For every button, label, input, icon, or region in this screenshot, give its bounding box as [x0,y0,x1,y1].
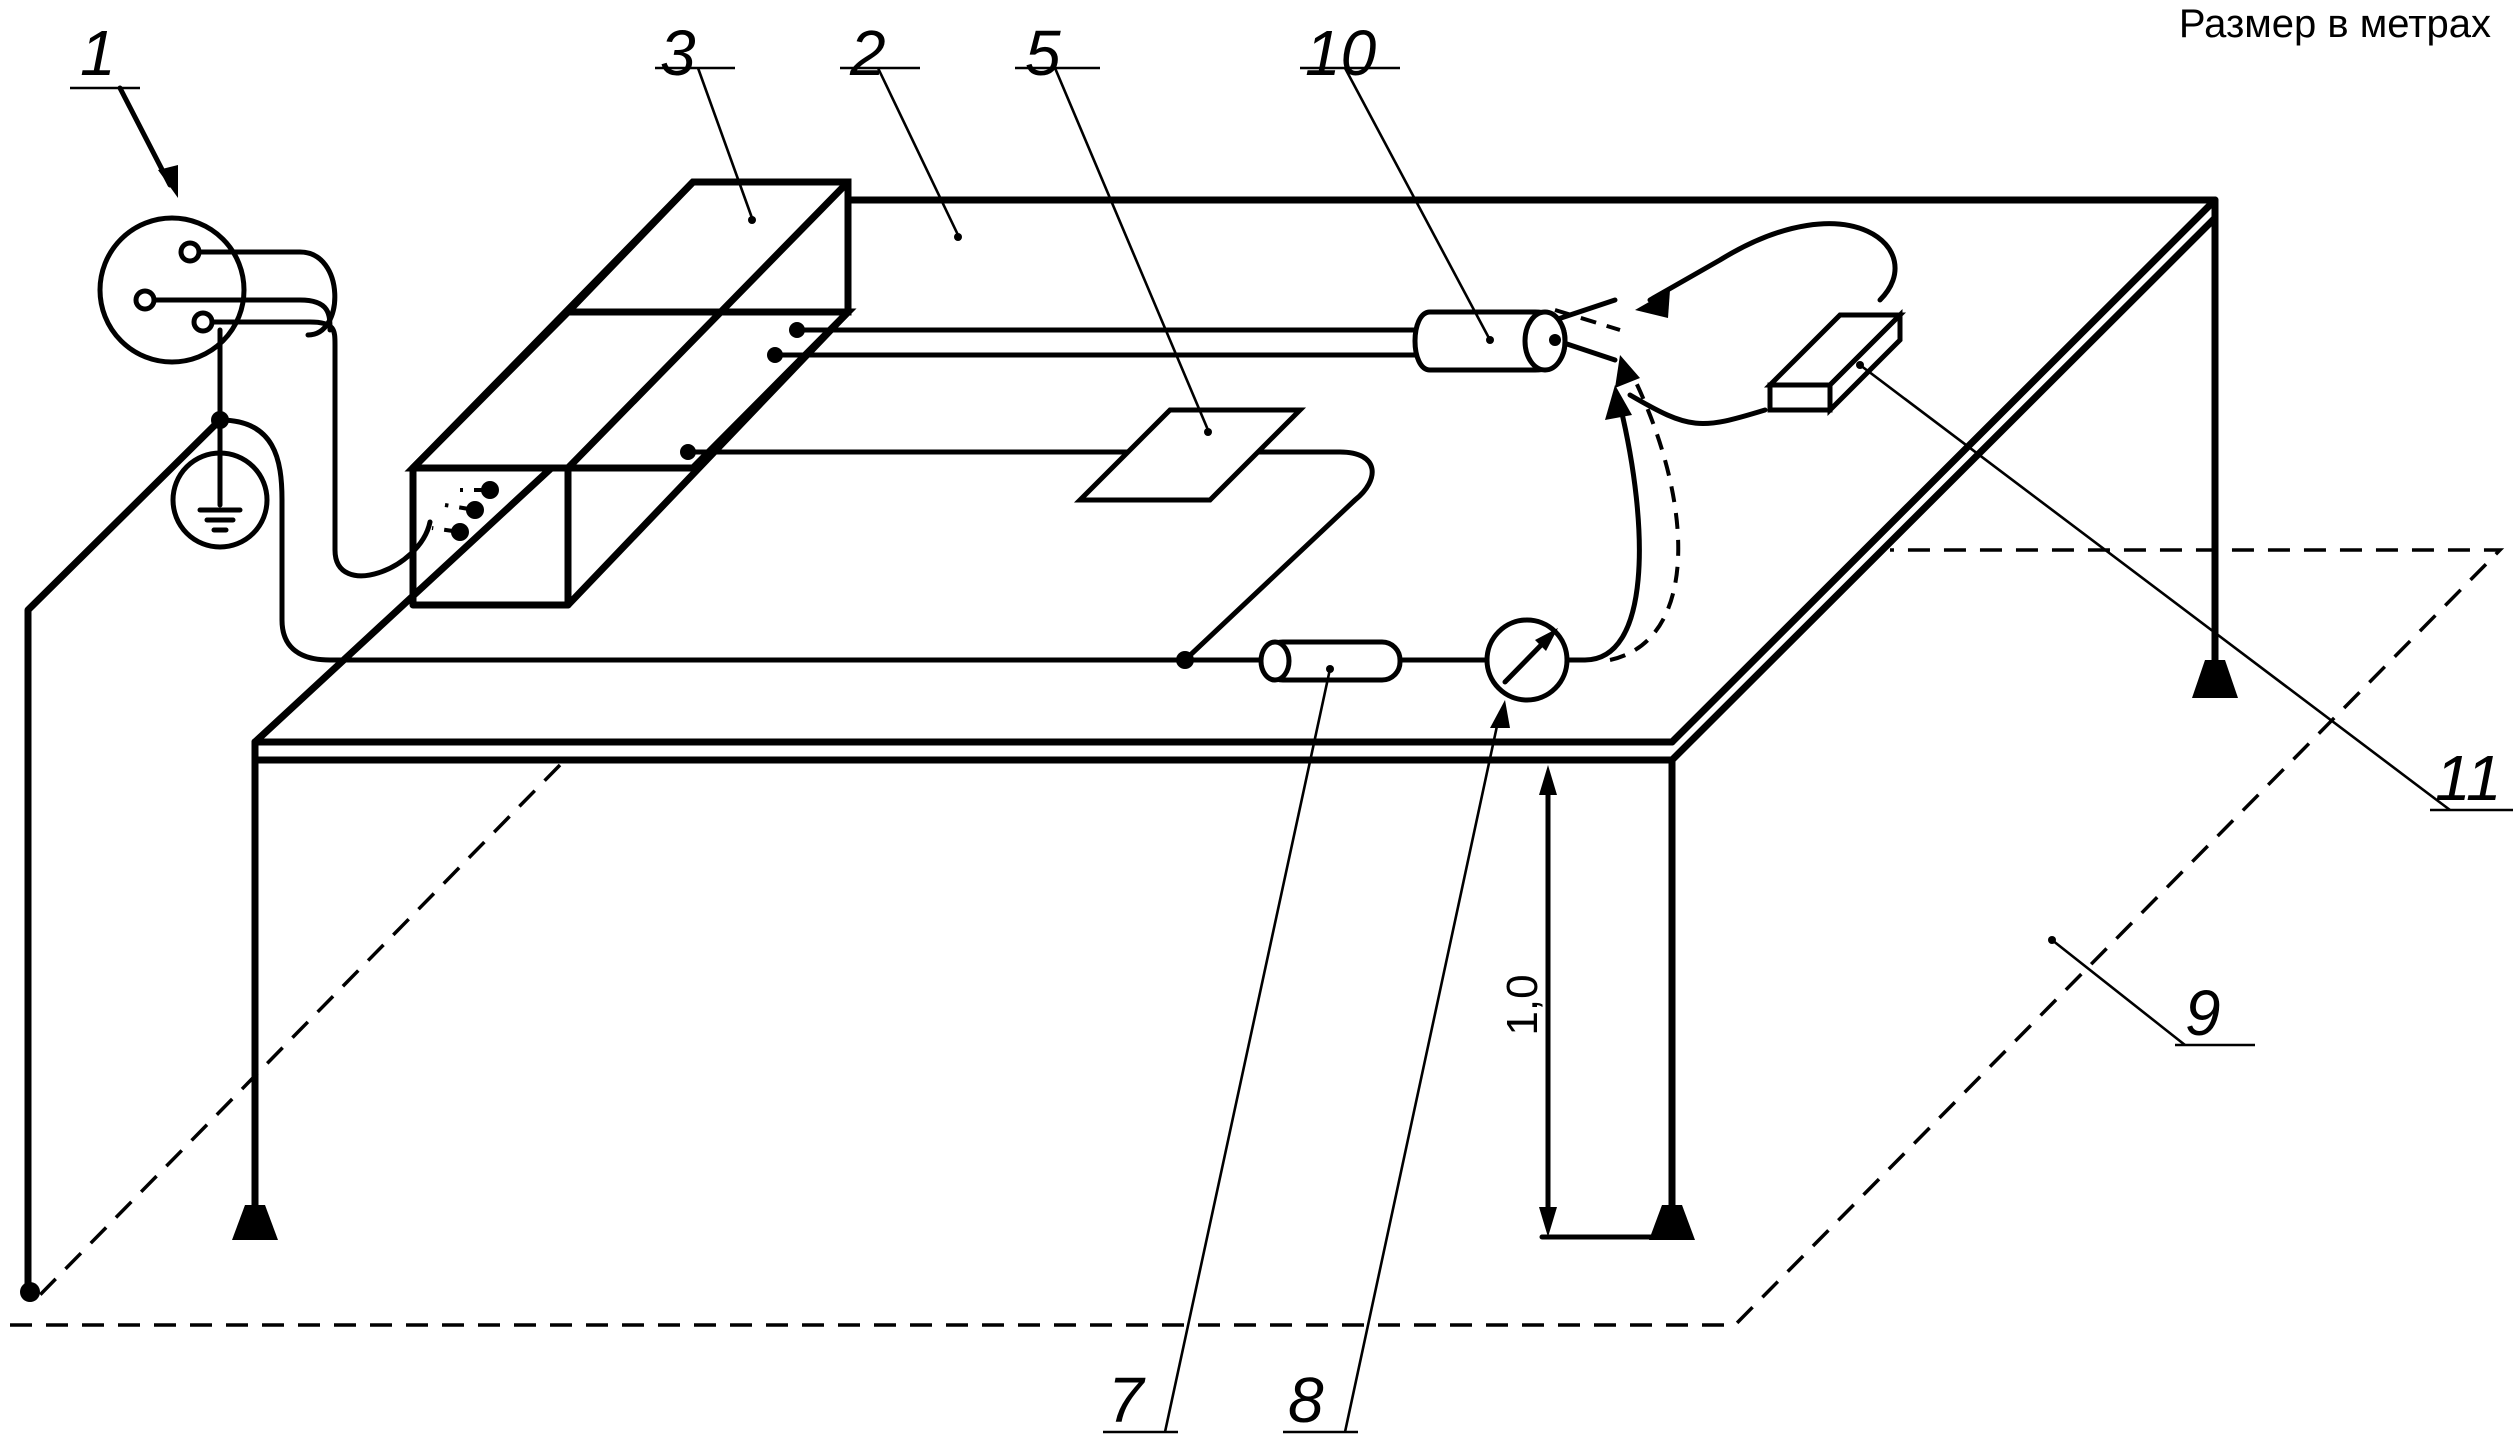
table [232,196,2238,1240]
ferrite-device [1258,639,1403,683]
callout-10: 10 [1305,17,1377,89]
measuring-instrument [1484,617,1570,703]
leader-lines [70,66,2513,1434]
units-note: Размер в метрах [2178,2,2491,46]
equipment-under-test [404,178,857,609]
coupling-plate [1073,407,1307,503]
auxiliary-device [1763,308,1907,417]
table-top-right-edge [1668,196,2219,746]
height-dimension-label: 1,0 [1498,974,1547,1035]
callout-7: 7 [1108,1364,1146,1435]
earth-ground [20,327,1188,1302]
table-top-left-edge [251,456,564,746]
ground-plane-hidden-edge [33,763,562,1302]
table-top-outline [251,196,2219,764]
table-foot-front-right [1649,1205,1695,1240]
ground-plane [10,548,2505,1327]
callout-1: 1 [80,17,116,89]
callout-9: 9 [2185,977,2221,1049]
callout-3: 3 [660,17,696,89]
cables [680,221,1898,669]
callout-2: 2 [849,17,886,89]
callout-11: 11 [2435,742,2501,814]
table-foot-back-right [2192,660,2238,698]
callout-5: 5 [1025,17,1061,89]
power-network [97,215,433,579]
table-foot-front-left [232,1205,278,1240]
callout-8: 8 [1288,1364,1324,1435]
height-dimension: 1,0 [1498,765,1658,1240]
